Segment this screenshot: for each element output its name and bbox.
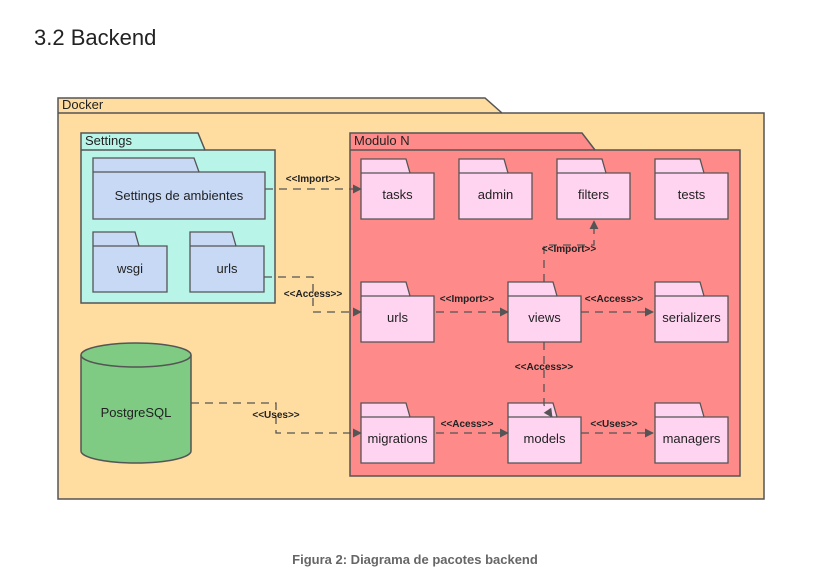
module-packages: tasks admin filters tests urls views serialize…: [360, 158, 729, 464]
module-package-tasks[interactable]: tasks: [360, 158, 435, 220]
dependency-edges: [191, 184, 654, 438]
module-package-label: tests: [678, 187, 706, 202]
module-package-migrations[interactable]: migrations: [360, 402, 435, 464]
edge-labels: <<Import>> <<Access>> <<Import>> <<Impor…: [252, 174, 643, 430]
settings-ambientes-package[interactable]: Settings de ambientes: [92, 157, 266, 220]
settings-ambientes-label: Settings de ambientes: [115, 188, 244, 203]
module-package-label: tasks: [382, 187, 413, 202]
module-package-label: managers: [663, 431, 721, 446]
module-package-label: migrations: [368, 431, 428, 446]
edge-label-access-3: <<Access>>: [515, 362, 574, 373]
module-package-label: admin: [478, 187, 513, 202]
module-package-managers[interactable]: managers: [654, 402, 729, 464]
module-package-label: views: [528, 310, 561, 325]
settings-urls-package[interactable]: urls: [189, 231, 265, 293]
module-package-label: urls: [387, 310, 408, 325]
modulo-n-label: Modulo N: [354, 133, 410, 148]
module-package-label: serializers: [662, 310, 721, 325]
module-package-tests[interactable]: tests: [654, 158, 729, 220]
module-package-label: models: [524, 431, 566, 446]
edge-label-uses-1: <<Uses>>: [252, 410, 299, 421]
module-package-models[interactable]: models: [507, 402, 582, 464]
module-package-filters[interactable]: filters: [556, 158, 631, 220]
module-package-serializers[interactable]: serializers: [654, 281, 729, 343]
edge-views-models: [543, 342, 553, 418]
edge-label-uses-2: <<Uses>>: [590, 419, 637, 430]
settings-urls-label: urls: [217, 261, 238, 276]
edge-views-filters: [543, 220, 599, 282]
edge-label-acess: <<Acess>>: [441, 419, 494, 430]
postgresql-label: PostgreSQL: [101, 405, 172, 420]
edge-label-access-2: <<Access>>: [585, 294, 644, 305]
edge-label-access-1: <<Access>>: [284, 289, 343, 300]
postgresql-database[interactable]: PostgreSQL: [80, 342, 192, 464]
module-package-label: filters: [578, 187, 610, 202]
edge-label-import-1: <<Import>>: [286, 174, 341, 185]
wsgi-package[interactable]: wsgi: [92, 231, 168, 293]
edge-postgres-migrations: [191, 402, 362, 438]
figure-caption: Figura 2: Diagrama de pacotes backend: [292, 552, 538, 567]
docker-label: Docker: [62, 97, 104, 112]
edge-label-import-2: <<Import>>: [440, 294, 495, 305]
wsgi-label: wsgi: [116, 261, 143, 276]
module-package-admin[interactable]: admin: [458, 158, 533, 220]
settings-label: Settings: [85, 133, 132, 148]
section-heading: 3.2 Backend: [34, 25, 157, 50]
module-package-urls[interactable]: urls: [360, 281, 435, 343]
edge-label-import-3: <<Import>>: [542, 244, 597, 255]
module-package-views[interactable]: views: [507, 281, 582, 343]
